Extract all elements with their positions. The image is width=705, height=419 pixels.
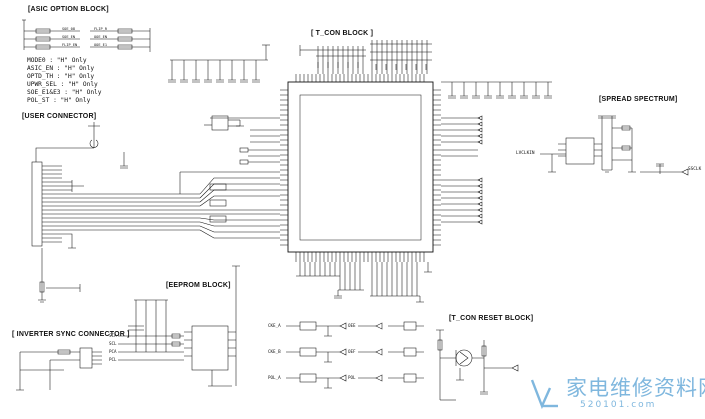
watermark-url: 520101.com <box>580 400 657 410</box>
t-con-left-side <box>204 115 280 165</box>
asic-net-label: FLIP_R <box>94 27 107 31</box>
spread-spectrum-title: [SPREAD SPECTRUM] <box>599 96 678 103</box>
t-con-ic-package <box>280 74 441 262</box>
t-con-bottom-bus <box>296 262 432 303</box>
t-con-reset-block-title: [T_CON RESET BLOCK] <box>449 315 534 322</box>
inverter-sync-circuit <box>16 347 102 391</box>
ck-left-label: POL_A <box>268 375 281 380</box>
asic-option-line: ASIC_EN : "H" Only <box>27 65 95 72</box>
top-left-cap-row <box>168 44 270 83</box>
asic-option-line: POL_ST : "H" Only <box>27 97 91 104</box>
watermark-logo-icon <box>530 379 558 410</box>
asic-option-line: MODE0 : "H" Only <box>27 57 87 64</box>
ck-oe-drivers <box>286 321 424 389</box>
inverter-sync-connector-title: [ INVERTER SYNC CONNECTOR ] <box>12 331 130 338</box>
ck-right-label: OEF <box>348 349 356 354</box>
asic-option-line: SOE_E1&E3 : "H" Only <box>27 89 102 96</box>
user-connector-title: [USER CONNECTOR] <box>22 113 97 120</box>
ck-right-label: POL <box>348 375 356 380</box>
eeprom-signal-label: SCL <box>109 341 117 346</box>
eeprom-signal-label: PCL <box>109 357 117 362</box>
eeprom-signal-label: SCA <box>109 333 117 338</box>
lvclkin-net-label: LVCLKIN <box>516 151 535 156</box>
t-con-top-bus <box>299 40 432 74</box>
asic-net-label: SOE_08 <box>62 27 75 31</box>
asic-option-circuit <box>22 19 151 52</box>
t-con-reset-circuit <box>436 329 519 401</box>
asic-net-label: SOE_EN <box>62 35 75 39</box>
ck-left-label: CKE_A <box>268 323 281 328</box>
asic-option-line: OPTD_TH : "H" Only <box>27 73 95 80</box>
asic-net-label: OOE_EN <box>94 35 107 39</box>
asic-option-line: UPWR_SEL : "H" Only <box>27 81 98 88</box>
eeprom-circuit <box>118 265 240 387</box>
user-connector-circuit <box>31 122 280 303</box>
top-right-cap-row <box>441 81 552 99</box>
eeprom-block-title: [EEPROM BLOCK] <box>166 282 231 289</box>
spread-spectrum-circuit <box>540 115 689 176</box>
eeprom-signal-label: PCA <box>109 349 117 354</box>
asic-net-label: FLIP_EN <box>62 43 78 47</box>
t-con-right-outputs <box>441 115 483 225</box>
ssclk-net-label: SSCLK <box>688 167 702 172</box>
asic-option-block-title: [ASIC OPTION BLOCK] <box>28 6 109 13</box>
t-con-block-title: [ T_CON BLOCK ] <box>311 30 374 37</box>
ck-right-label: OEE <box>348 323 356 328</box>
ck-left-label: CKE_B <box>268 349 281 354</box>
watermark-text: 家电维修资料网 <box>566 376 705 400</box>
asic-net-label: OOE_E1 <box>94 43 107 47</box>
